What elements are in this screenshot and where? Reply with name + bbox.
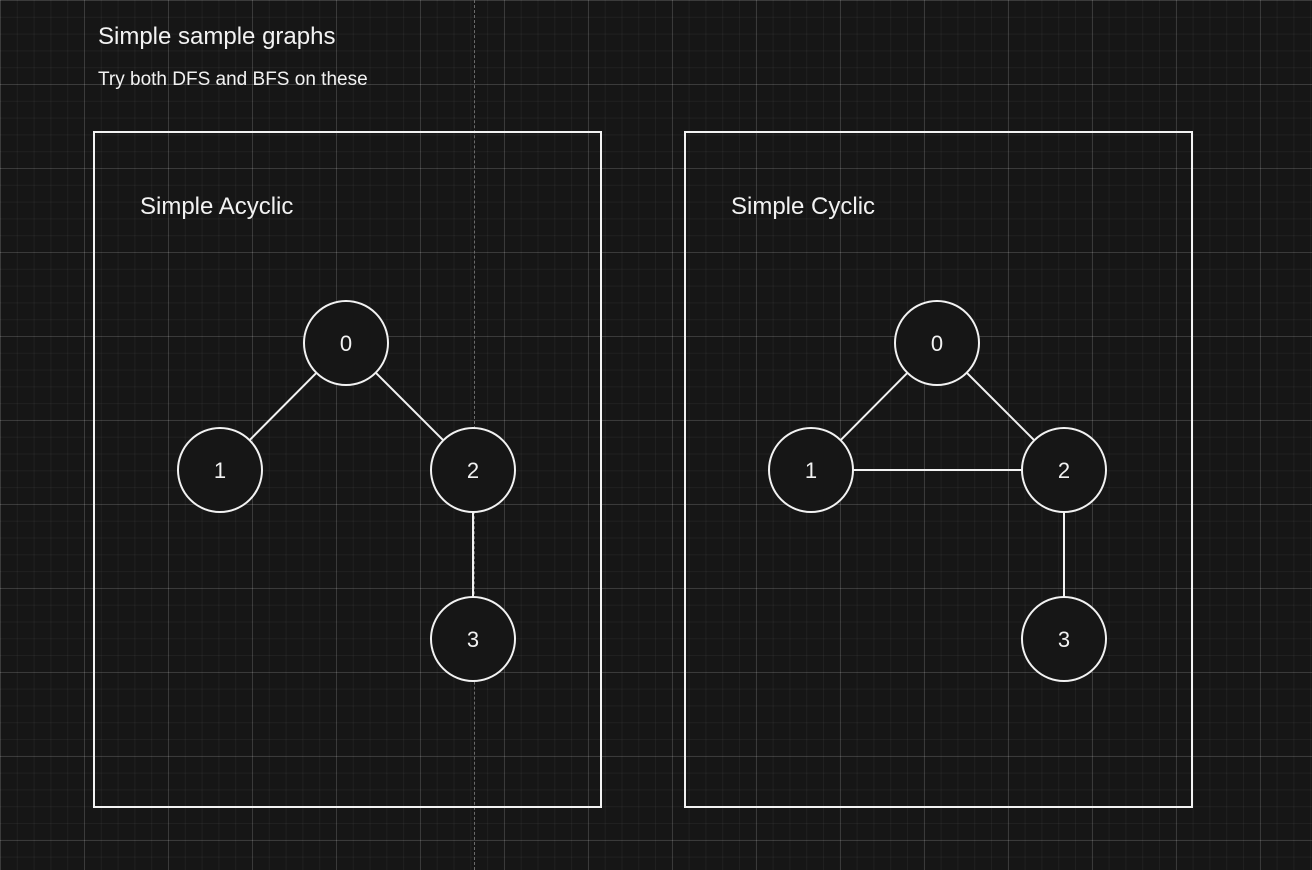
node-1[interactable] [177, 427, 263, 513]
graph-label: Simple Acyclic [140, 193, 293, 220]
edge-0-1 [839, 372, 909, 441]
node-1[interactable] [768, 427, 854, 513]
node-2[interactable] [1021, 427, 1107, 513]
page-subtitle: Try both DFS and BFS on these [98, 69, 368, 90]
node-3[interactable] [1021, 596, 1107, 682]
node-label-3: 3 [1058, 627, 1070, 652]
graph-frame [684, 131, 1193, 808]
node-2[interactable] [430, 427, 516, 513]
edge-0-1 [248, 372, 318, 441]
graph-label: Simple Cyclic [731, 193, 875, 220]
node-label-2: 2 [467, 458, 479, 483]
edge-0-2 [374, 371, 445, 442]
graph-frame [93, 131, 602, 808]
node-label-1: 1 [805, 458, 817, 483]
node-label-0: 0 [931, 331, 943, 356]
node-label-3: 3 [467, 627, 479, 652]
graph-panel-1: Simple Acyclic 0 1 2 3 [93, 131, 602, 808]
node-3[interactable] [430, 596, 516, 682]
node-0[interactable] [894, 300, 980, 386]
edge-0-2 [965, 371, 1036, 442]
node-label-0: 0 [340, 331, 352, 356]
graph-panel-2: Simple Cyclic 0 1 2 3 [684, 131, 1193, 808]
node-label-1: 1 [214, 458, 226, 483]
page-title: Simple sample graphs [98, 23, 336, 50]
node-label-2: 2 [1058, 458, 1070, 483]
node-0[interactable] [303, 300, 389, 386]
